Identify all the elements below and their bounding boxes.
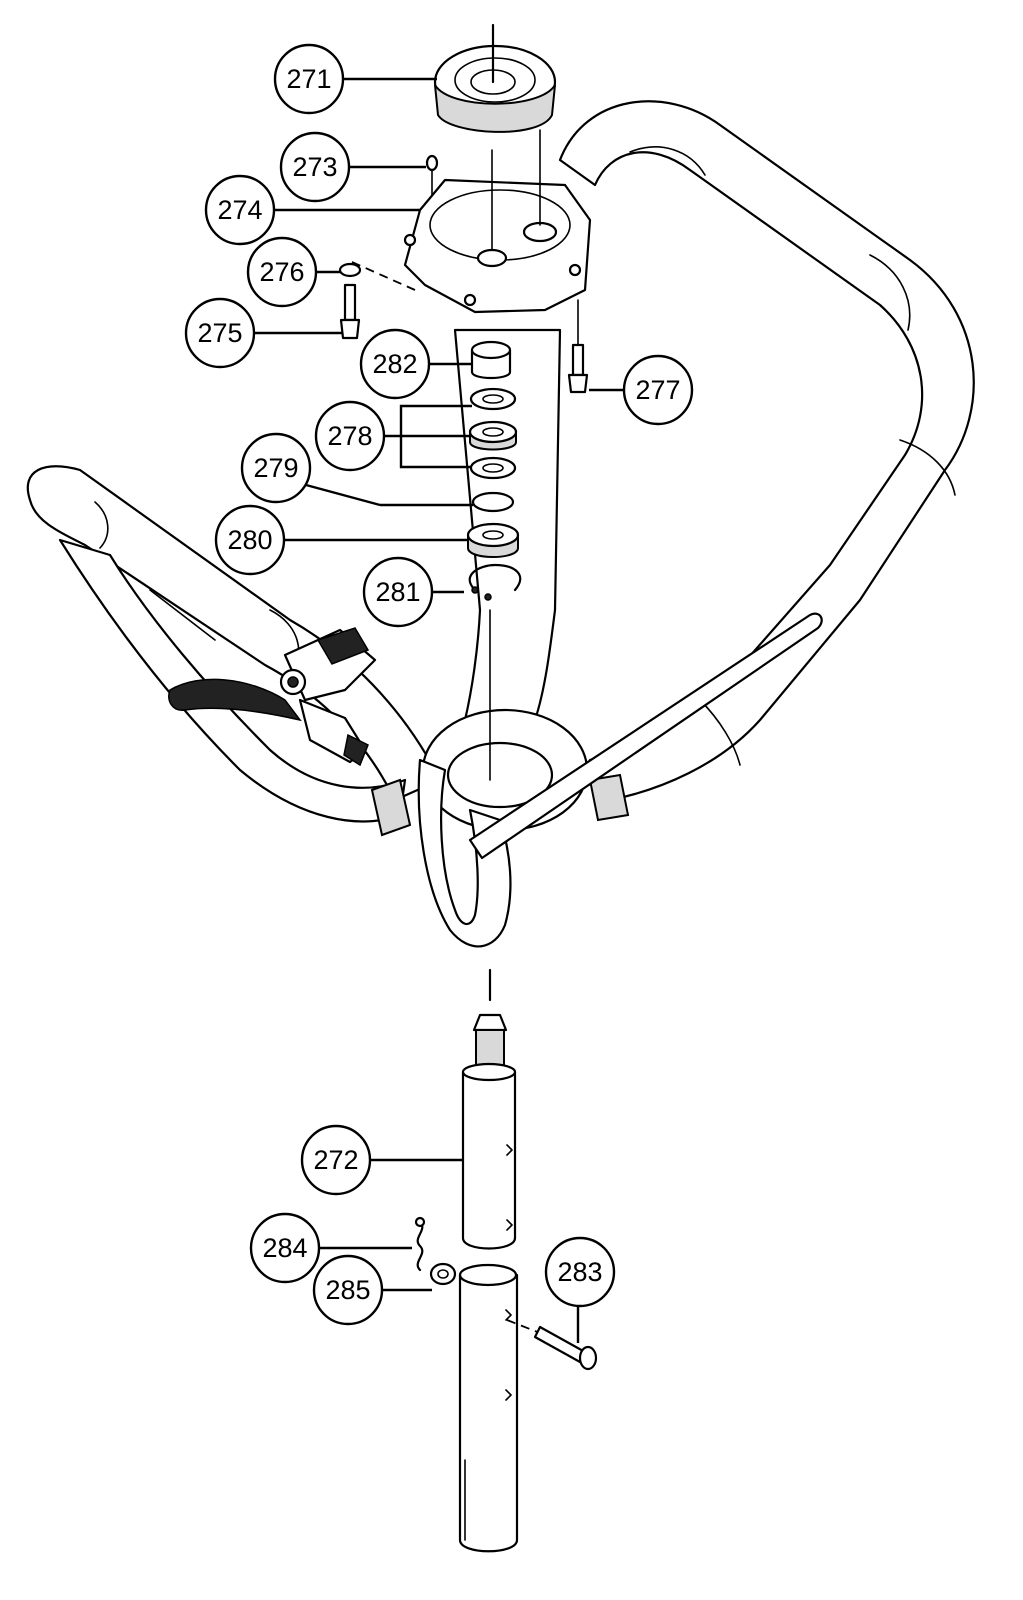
callout-280-circle (214, 504, 286, 576)
clip-284 (414, 1216, 426, 1272)
callout-273-label: 273 (292, 152, 337, 182)
washer-279 (471, 491, 515, 513)
bearing-280 (466, 522, 520, 558)
washer-276 (338, 262, 362, 278)
callout-272-label: 272 (313, 1145, 358, 1175)
callout-274-label: 274 (217, 195, 262, 225)
washer-285 (429, 1262, 457, 1286)
pin-283 (506, 1319, 598, 1371)
oring-273 (425, 154, 439, 172)
throttle-assembly (168, 627, 377, 767)
callout-274-circle (204, 174, 276, 246)
callout-281-circle (362, 556, 434, 628)
right-handle-tube (558, 100, 975, 802)
callout-273-circle (279, 131, 351, 203)
callout-277-label: 277 (635, 375, 680, 405)
callout-284-circle (249, 1212, 321, 1284)
callout-285-circle (312, 1254, 384, 1326)
callouts: 271 273 274 276 275 282 277 278 (184, 43, 694, 1343)
callout-282-label: 282 (372, 349, 417, 379)
callout-283-label: 283 (557, 1257, 602, 1287)
callout-279-circle (240, 432, 312, 504)
callout-284-label: 284 (262, 1233, 307, 1263)
callout-277-circle (622, 354, 694, 426)
screw-275 (339, 283, 361, 340)
callout-278-circle (314, 400, 386, 472)
gear-271 (433, 23, 557, 133)
callout-283-circle (544, 1236, 616, 1308)
diagonal-rod (468, 612, 823, 860)
callout-278-label: 278 (327, 421, 372, 451)
callout-279-label: 279 (253, 453, 298, 483)
callout-276-circle (246, 236, 318, 308)
callout-272-circle (300, 1124, 372, 1196)
gear-case-274 (403, 129, 592, 314)
shaft-272 (461, 1013, 517, 1250)
callout-271-label: 271 (286, 64, 331, 94)
sleeve-282 (470, 340, 512, 380)
callout-280-label: 280 (227, 525, 272, 555)
callout-276-label: 276 (259, 257, 304, 287)
screw-277 (567, 299, 589, 394)
callout-271-circle (273, 43, 345, 115)
callout-282-circle (359, 328, 431, 400)
callout-281-label: 281 (375, 577, 420, 607)
lower-tube (458, 1263, 519, 1553)
callout-285-label: 285 (325, 1275, 370, 1305)
callout-275-circle (184, 297, 256, 369)
callout-275-label: 275 (197, 318, 242, 348)
snap-ring-281 (468, 563, 522, 592)
bearing-stack-278 (468, 387, 518, 480)
